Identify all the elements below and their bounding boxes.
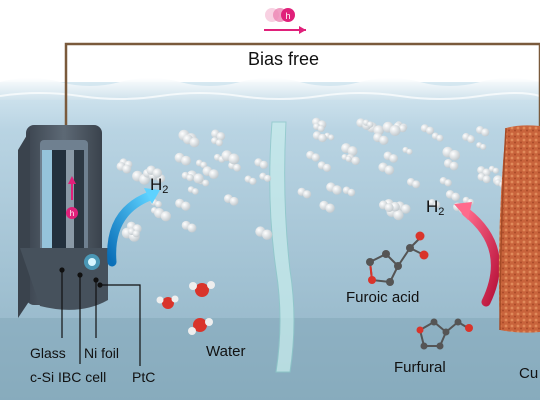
h2-molecule-icon [378, 162, 395, 175]
h2-molecule-icon [382, 121, 401, 136]
h2-molecule-icon [383, 151, 398, 163]
hole-particle-icon: h [265, 8, 295, 22]
water-surface [0, 78, 540, 100]
title-label: Bias free [248, 49, 320, 69]
svg-text:h: h [70, 209, 74, 218]
h2-molecule-icon [445, 190, 460, 202]
h2-molecule-icon [342, 186, 356, 197]
h2-molecule-icon [127, 227, 140, 238]
h2-molecule-icon [420, 124, 435, 135]
furfural-atoms [416, 318, 473, 350]
h2-molecule-icon [181, 220, 197, 233]
h2-molecule-icon [341, 143, 358, 157]
h2-molecule-icon [379, 200, 394, 213]
h2-molecule-icon [223, 194, 239, 206]
h2-molecule-icon [326, 182, 342, 195]
h2-molecule-icon [373, 132, 389, 145]
h2-molecule-icon [244, 175, 257, 185]
h2-molecule-icon [181, 171, 194, 182]
hydrogen-evolution-arrow-icon [107, 191, 155, 267]
h2-molecule-icon [174, 152, 191, 166]
h2-molecule-icon [254, 158, 268, 169]
water-molecule-icon [189, 281, 215, 297]
h2-molecule-icon [255, 226, 273, 240]
copper-electrode [498, 125, 540, 333]
h2-molecule-icon [313, 123, 325, 133]
h2-molecule-icon [211, 129, 226, 141]
h2-molecule-icon [146, 165, 163, 178]
oxidation-arrow-icon [461, 207, 500, 307]
svg-text:h: h [285, 11, 290, 21]
h2-molecule-icon [306, 150, 320, 162]
h2-molecule-icon [211, 137, 223, 147]
membrane [269, 121, 295, 373]
h2-molecule-icon [462, 196, 474, 206]
h2-label-right: H2 [426, 197, 445, 218]
h2-molecule-icon [431, 132, 444, 142]
h2-molecule-icon [312, 131, 327, 143]
h2-molecule-icon [187, 186, 199, 195]
h2-molecule-icon [439, 177, 452, 187]
h2-molecule-icon [341, 153, 352, 162]
cell-label: c-Si IBC cell [30, 369, 107, 385]
h2-molecule-icon [317, 161, 332, 172]
furoic-acid-label: Furoic acid [346, 289, 420, 306]
label-leaders [59, 267, 141, 366]
ptc-label: PtC [132, 369, 156, 385]
h2-molecule-icon [202, 166, 219, 180]
external-wire [64, 42, 540, 128]
furfural-label: Furfural [394, 359, 446, 376]
h2-molecule-icon [476, 125, 490, 137]
h2-molecule-icon [221, 150, 240, 165]
h2-molecule-icon [476, 142, 487, 151]
h2-molecule-icon [362, 119, 374, 128]
h2-molecule-icon [195, 159, 208, 169]
h2-label-left: H2 [150, 175, 169, 196]
h2-molecule-icon [477, 172, 491, 184]
h2-molecule-icon [443, 158, 459, 171]
water-molecule-icon [156, 295, 179, 309]
water-label: Water [206, 343, 246, 360]
h2-molecule-icon [462, 133, 475, 144]
h2-molecule-icon [175, 198, 191, 211]
h2-molecule-icon [442, 146, 461, 161]
hole-particle-icon: h [66, 176, 78, 219]
h2-molecule-icon [488, 165, 500, 174]
h2-molecule-icon [154, 208, 172, 222]
h2-molecule-icon [407, 177, 421, 189]
water-molecule-icon [188, 318, 213, 335]
h2-molecule-icon [116, 161, 132, 174]
copper-electrode-label: Cu [519, 365, 539, 382]
h2-molecule-icon [183, 134, 200, 148]
h2-molecule-icon [297, 187, 312, 199]
h2-molecule-icon [259, 172, 272, 182]
photoelectrode-device [18, 125, 108, 318]
furoic-acid-atoms [366, 231, 429, 286]
h2-molecule-icon [402, 146, 413, 155]
tank-bottom [0, 318, 540, 400]
h2-molecule-icon [319, 200, 335, 213]
glass-label: Glass [30, 345, 66, 361]
h2-molecule-icon [428, 199, 441, 209]
ni-foil-label: Ni foil [84, 345, 120, 361]
